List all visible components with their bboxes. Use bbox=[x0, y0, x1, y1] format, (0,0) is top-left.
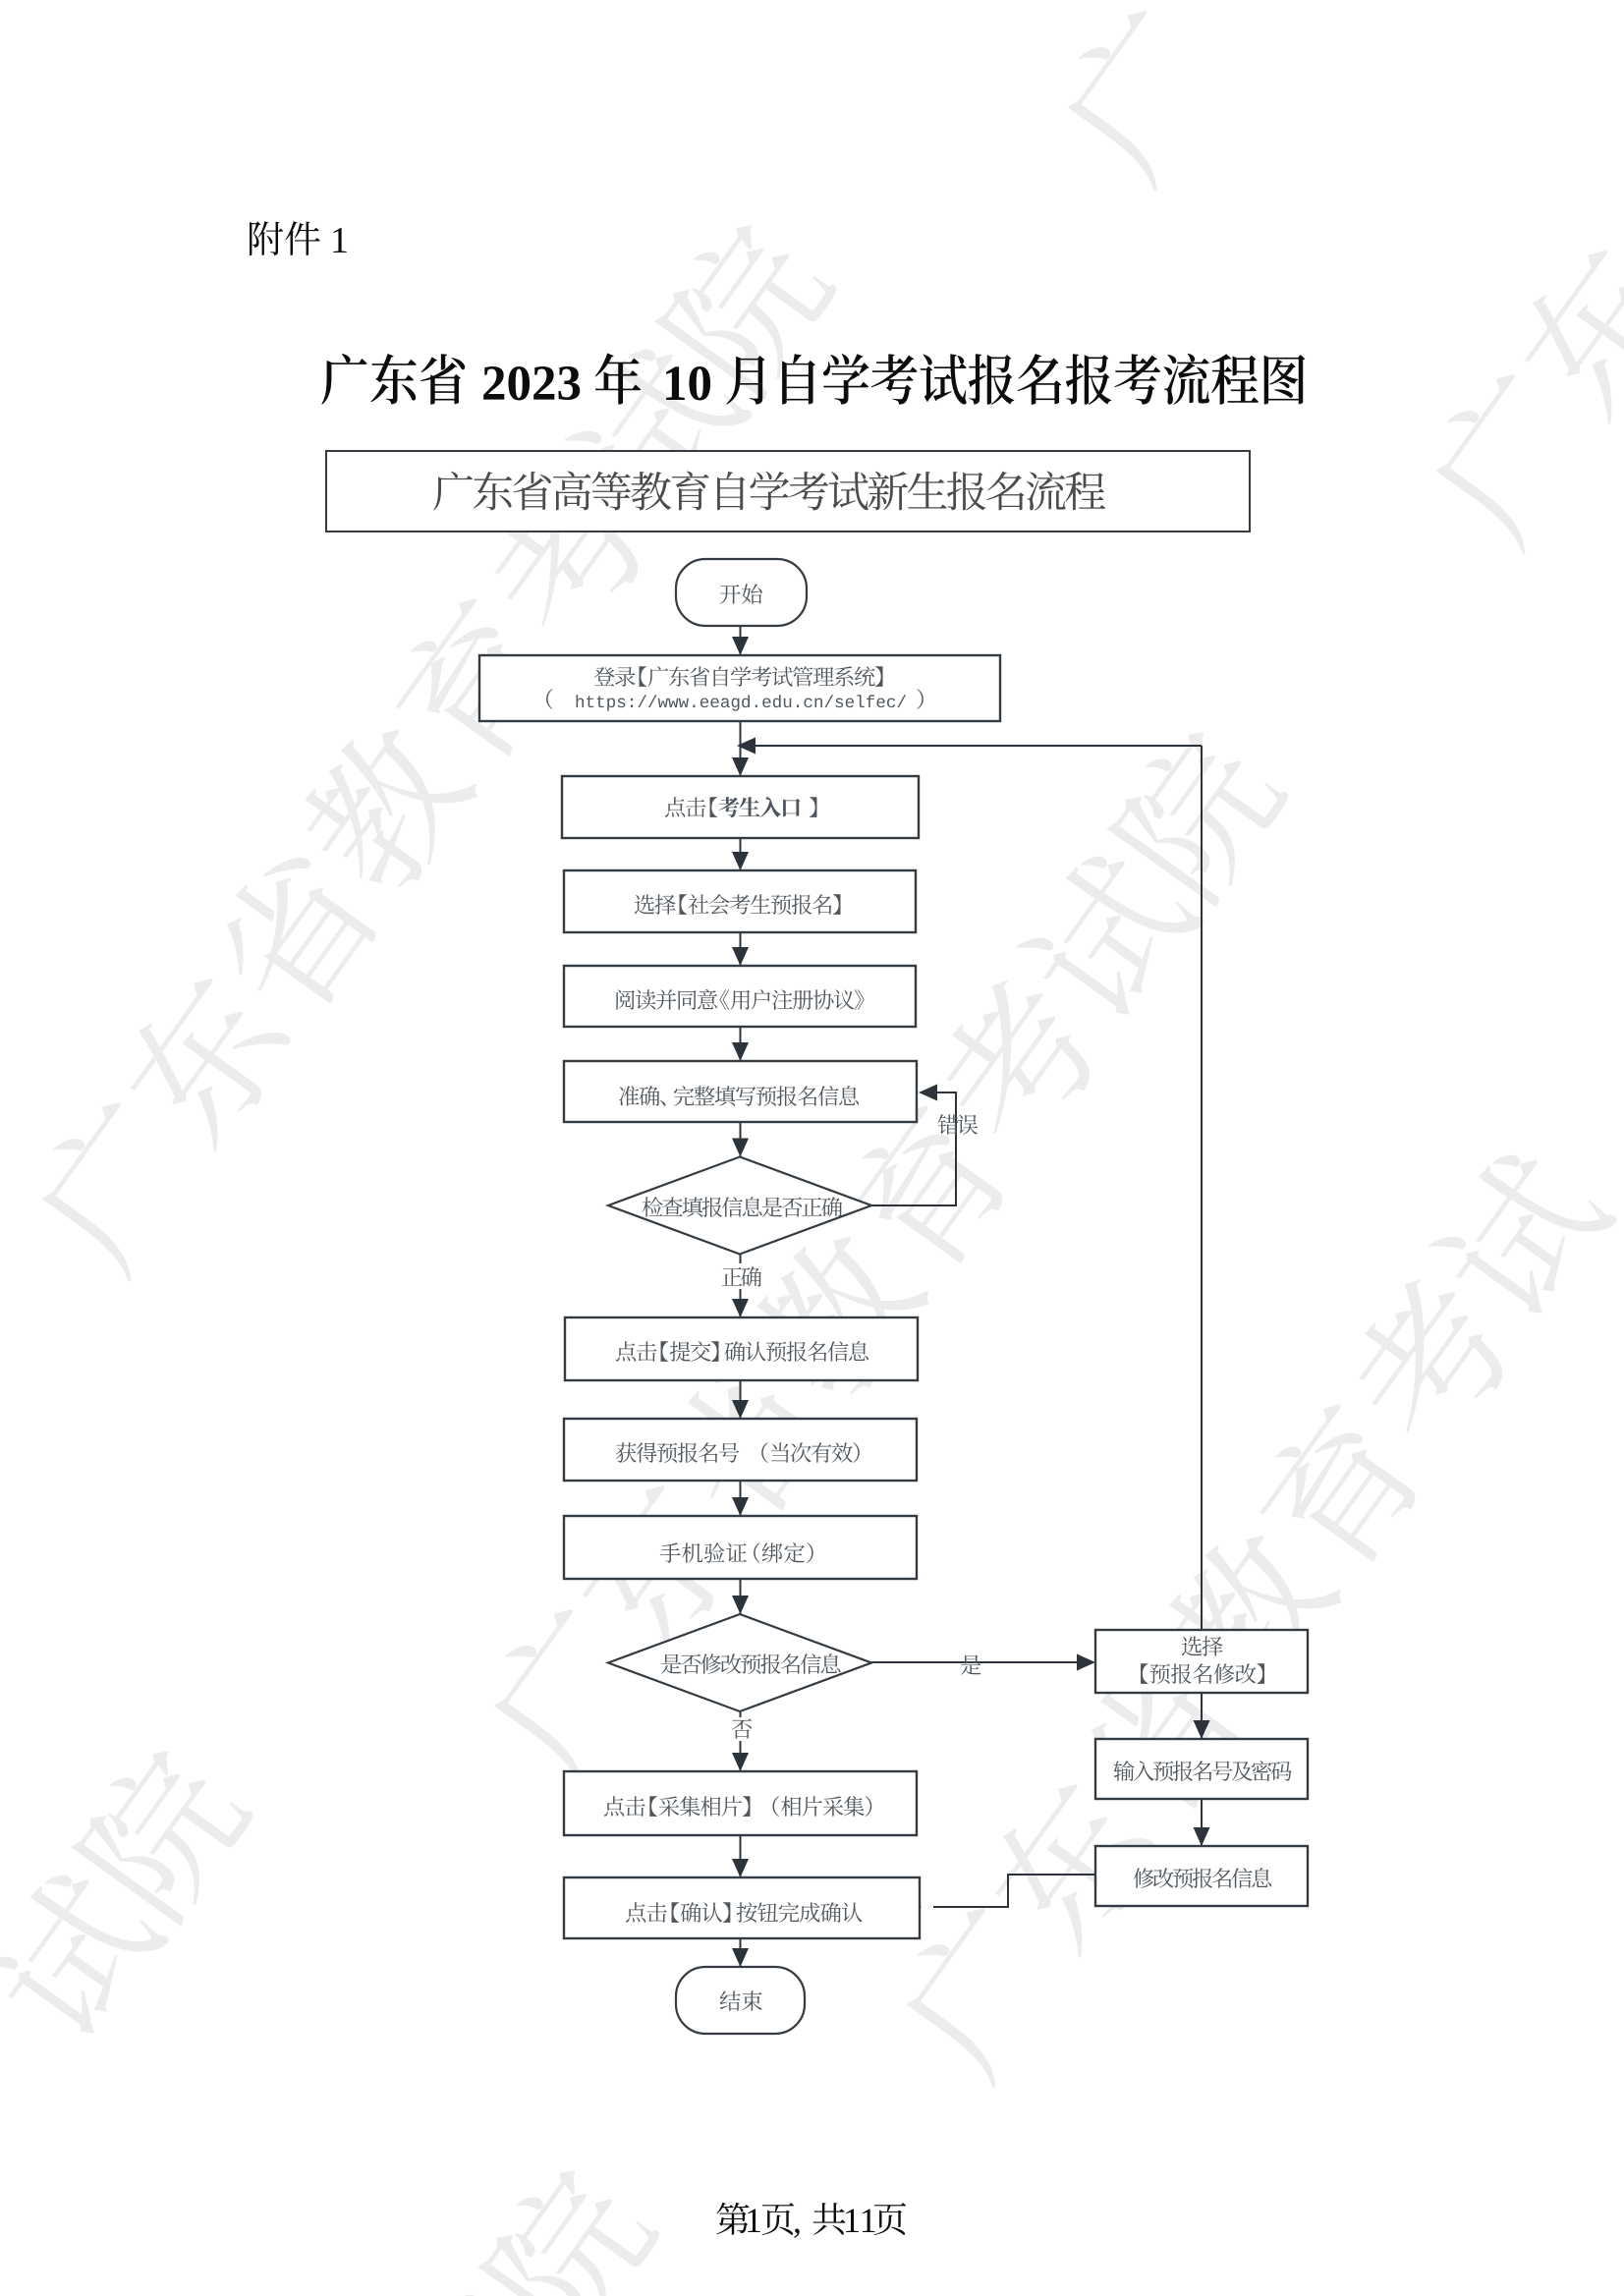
svg-text:2023: 2023 bbox=[481, 357, 582, 412]
svg-text:11: 11 bbox=[843, 2201, 877, 2240]
svg-text:1: 1 bbox=[330, 220, 349, 261]
svg-text:1: 1 bbox=[745, 2201, 762, 2240]
svg-text:10: 10 bbox=[662, 357, 712, 412]
svg-text:,: , bbox=[793, 2201, 802, 2240]
